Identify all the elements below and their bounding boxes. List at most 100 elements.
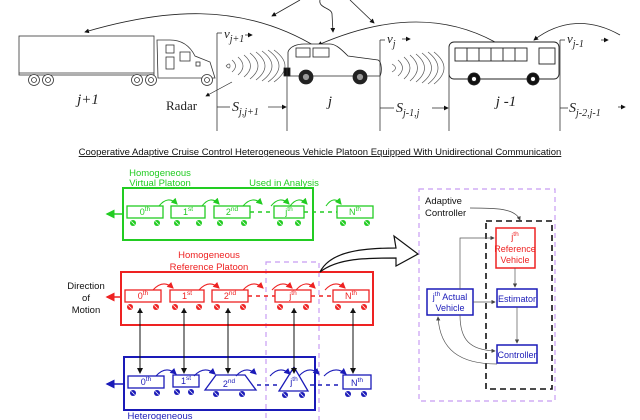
radar-waves-truck [225,49,286,83]
reference-lines [216,33,561,131]
spacing-label-j1-j: Sj-1,j [396,101,420,119]
car-body [126,205,164,219]
communication-hop-arrow [269,367,291,377]
car-label: 2nd [224,290,237,301]
comm-arrow-3 [349,0,375,24]
communication-hop-arrow [325,197,342,207]
car-body [332,289,370,303]
platoon-car: Nth [342,374,372,397]
link-arrowhead-up [181,308,187,313]
suv-label: j [326,94,332,110]
reference-actual-links [137,308,356,374]
actual-to-controller-link [459,314,496,353]
reference-platoon-title-line2: Reference Platoon [170,262,249,273]
bus-vehicle [448,41,560,86]
communication-hop-arrow [155,367,177,377]
direction-label-line3: Motion [72,305,101,316]
radar-label: Radar [166,98,198,113]
actual-platoon: Heterogeneous 0th 1st 2nd jth Nth [105,356,372,420]
control-loop-box [485,220,553,390]
car-label: Nth [349,206,361,217]
virtual-platoon-title-line2: Virtual Platoon [129,178,191,189]
link-arrowhead-up [291,308,297,313]
adaptive-controller-box [418,188,556,402]
platoon-car: 2nd [211,289,249,310]
platoon-car: 2nd [213,205,251,226]
actual-to-reference-link [459,235,495,289]
velocity-markers [217,32,609,43]
link-arrowhead-up [225,308,231,313]
car-body [124,289,162,303]
platoon-car: 0th [126,205,164,226]
reference-vehicle-label-line1: jth [510,231,519,242]
platoon-car: 1st [170,205,206,226]
platoon-car: 0th [127,375,165,396]
communication-hop-arrow [158,197,178,207]
velocity-label-j-plus-1: vj+1 [224,26,244,45]
diagram-caption: Cooperative Adaptive Cruise Control Hete… [79,147,562,158]
reference-platoon-cars: 0th 1st 2nd jth Nth [124,281,370,310]
car-body [169,289,205,303]
car-body [170,205,206,219]
car-label: 2nd [223,378,236,389]
virtual-platoon-note: Used in Analysis [249,178,319,189]
communication-hop-arrow [323,367,347,377]
communication-hop-arrow [152,281,174,291]
truck-vehicle [18,35,216,86]
link-arrowhead-up [137,308,143,313]
spacing-markers [217,104,626,111]
communication-hop-arrow [289,197,308,207]
suv-vehicle [283,43,382,85]
communication-hop-arrow [295,281,316,291]
car-body [203,374,258,391]
actual-platoon-title: Heterogeneous [128,411,193,420]
communication-hop-arrow [193,367,216,377]
truck-wheels [28,74,213,86]
car-label: 1st [183,206,193,217]
car-label: Nth [351,377,363,388]
communication-hop-arrow [201,197,220,207]
car-label: 0th [138,290,149,301]
car-body [127,375,165,389]
reference-vehicle-label-line2: Reference [494,244,536,254]
communication-hop-arrow [271,281,293,291]
car-label: jth [289,376,298,387]
zoom-in-arrow [319,234,420,273]
car-label: jth [288,290,297,301]
link-arrowhead-up [350,308,356,313]
car-label: 2nd [226,206,239,217]
platoon-car: jth [274,289,312,310]
controller-label: Controller [497,350,536,360]
car-body [342,374,372,390]
car-label: 0th [141,376,152,387]
jth-vehicle-highlight-box [265,261,320,420]
spacing-label-j2-j1: Sj-2,j-1 [569,101,601,119]
virtual-platoon: Homogeneous Virtual Platoon Used in Anal… [105,168,374,241]
reference-platoon-title-line1: Homogeneous [178,250,240,261]
radar-waves-suv [391,51,445,85]
controller-connectors [436,235,520,365]
communication-hop-arrow [324,281,346,291]
platoon-car: 1st [172,374,200,395]
comm-arrow-2 [319,0,336,33]
comm-arc-to-bus [533,23,621,41]
car-label: jth [284,206,293,217]
communication-hop-arrow [242,197,263,207]
reference-vehicle-block [495,227,536,269]
car-body [277,365,310,392]
car-body [172,374,200,388]
actual-vehicle-label-line1: jth Actual [432,291,467,302]
communication-hop-arrow [298,367,320,377]
adaptive-controller-title-line1: Adaptive [425,196,462,207]
platoon-car: jth [277,365,310,398]
platoon-car: 2nd [203,374,258,397]
virtual-platoon-title-line1: Homogeneous [129,168,191,179]
truck-label: j+1 [75,92,99,108]
comm-arrow-1 [271,0,301,17]
platoon-car: 1st [169,289,205,310]
platoon-car: Nth [332,289,370,310]
velocity-label-j: vj [387,31,396,50]
reference-platoon-frame [120,271,374,326]
communication-hop-arrow [270,197,290,207]
